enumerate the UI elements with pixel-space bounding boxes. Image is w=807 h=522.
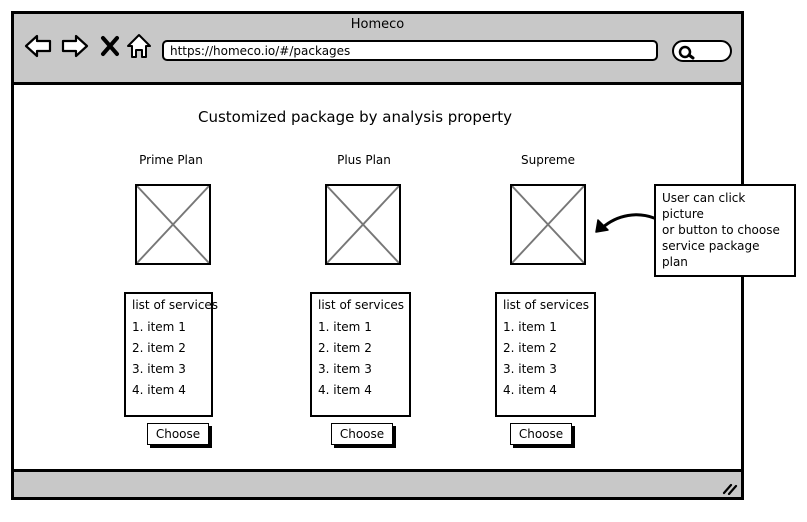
list-item: 1. item 1 [132, 320, 186, 334]
services-list-supreme: list of services 1. item 1 2. item 2 3. … [495, 292, 596, 417]
choose-button-plus[interactable]: Choose [331, 423, 393, 445]
list-item: 2. item 2 [503, 341, 557, 355]
plan-image-prime[interactable] [135, 184, 211, 265]
list-item: 2. item 2 [132, 341, 186, 355]
list-item: 2. item 2 [318, 341, 372, 355]
list-item: 3. item 3 [503, 362, 557, 376]
list-item: 4. item 4 [318, 383, 372, 397]
forward-button[interactable] [61, 32, 89, 60]
resize-grip-icon[interactable] [722, 481, 738, 495]
note-line: or button to choose [662, 223, 780, 237]
choose-button-prime[interactable]: Choose [147, 423, 209, 445]
window-title: Homeco [350, 17, 405, 32]
plan-name-supreme: Supreme [521, 153, 575, 167]
list-item: 3. item 3 [132, 362, 186, 376]
plan-name-plus: Plus Plan [337, 153, 391, 167]
forward-arrow-icon [61, 34, 89, 58]
note-line: plan [662, 255, 688, 269]
list-item: 1. item 1 [503, 320, 557, 334]
stop-button[interactable] [97, 32, 125, 60]
search-icon [678, 45, 695, 60]
search-box[interactable] [672, 40, 732, 62]
curved-arrow-icon [595, 213, 656, 233]
back-arrow-icon [24, 34, 52, 58]
image-placeholder-icon [327, 186, 399, 263]
list-item: 4. item 4 [503, 383, 557, 397]
plan-image-supreme[interactable] [510, 184, 586, 265]
image-placeholder-icon [512, 186, 584, 263]
note-line: User can click [662, 191, 746, 205]
plan-image-plus[interactable] [325, 184, 401, 265]
note-line: picture [662, 207, 704, 221]
annotation-note: User can click picture or button to choo… [654, 184, 796, 277]
services-title: list of services [318, 298, 405, 312]
home-button[interactable] [125, 32, 153, 60]
close-icon [101, 36, 119, 56]
status-bar [14, 475, 741, 497]
address-bar[interactable] [162, 40, 658, 61]
services-title: list of services [503, 298, 590, 312]
page-title: Customized package by analysis property [198, 108, 512, 126]
list-item: 4. item 4 [132, 383, 186, 397]
back-button[interactable] [24, 32, 52, 60]
choose-button-supreme[interactable]: Choose [510, 423, 572, 445]
list-item: 1. item 1 [318, 320, 372, 334]
image-placeholder-icon [137, 186, 209, 263]
home-icon [127, 34, 151, 58]
note-line: service package [662, 239, 760, 253]
services-title: list of services [132, 298, 219, 312]
plan-name-prime: Prime Plan [139, 153, 203, 167]
services-list-prime: list of services 1. item 1 2. item 2 3. … [124, 292, 219, 417]
services-list-plus: list of services 1. item 1 2. item 2 3. … [310, 292, 411, 417]
list-item: 3. item 3 [318, 362, 372, 376]
